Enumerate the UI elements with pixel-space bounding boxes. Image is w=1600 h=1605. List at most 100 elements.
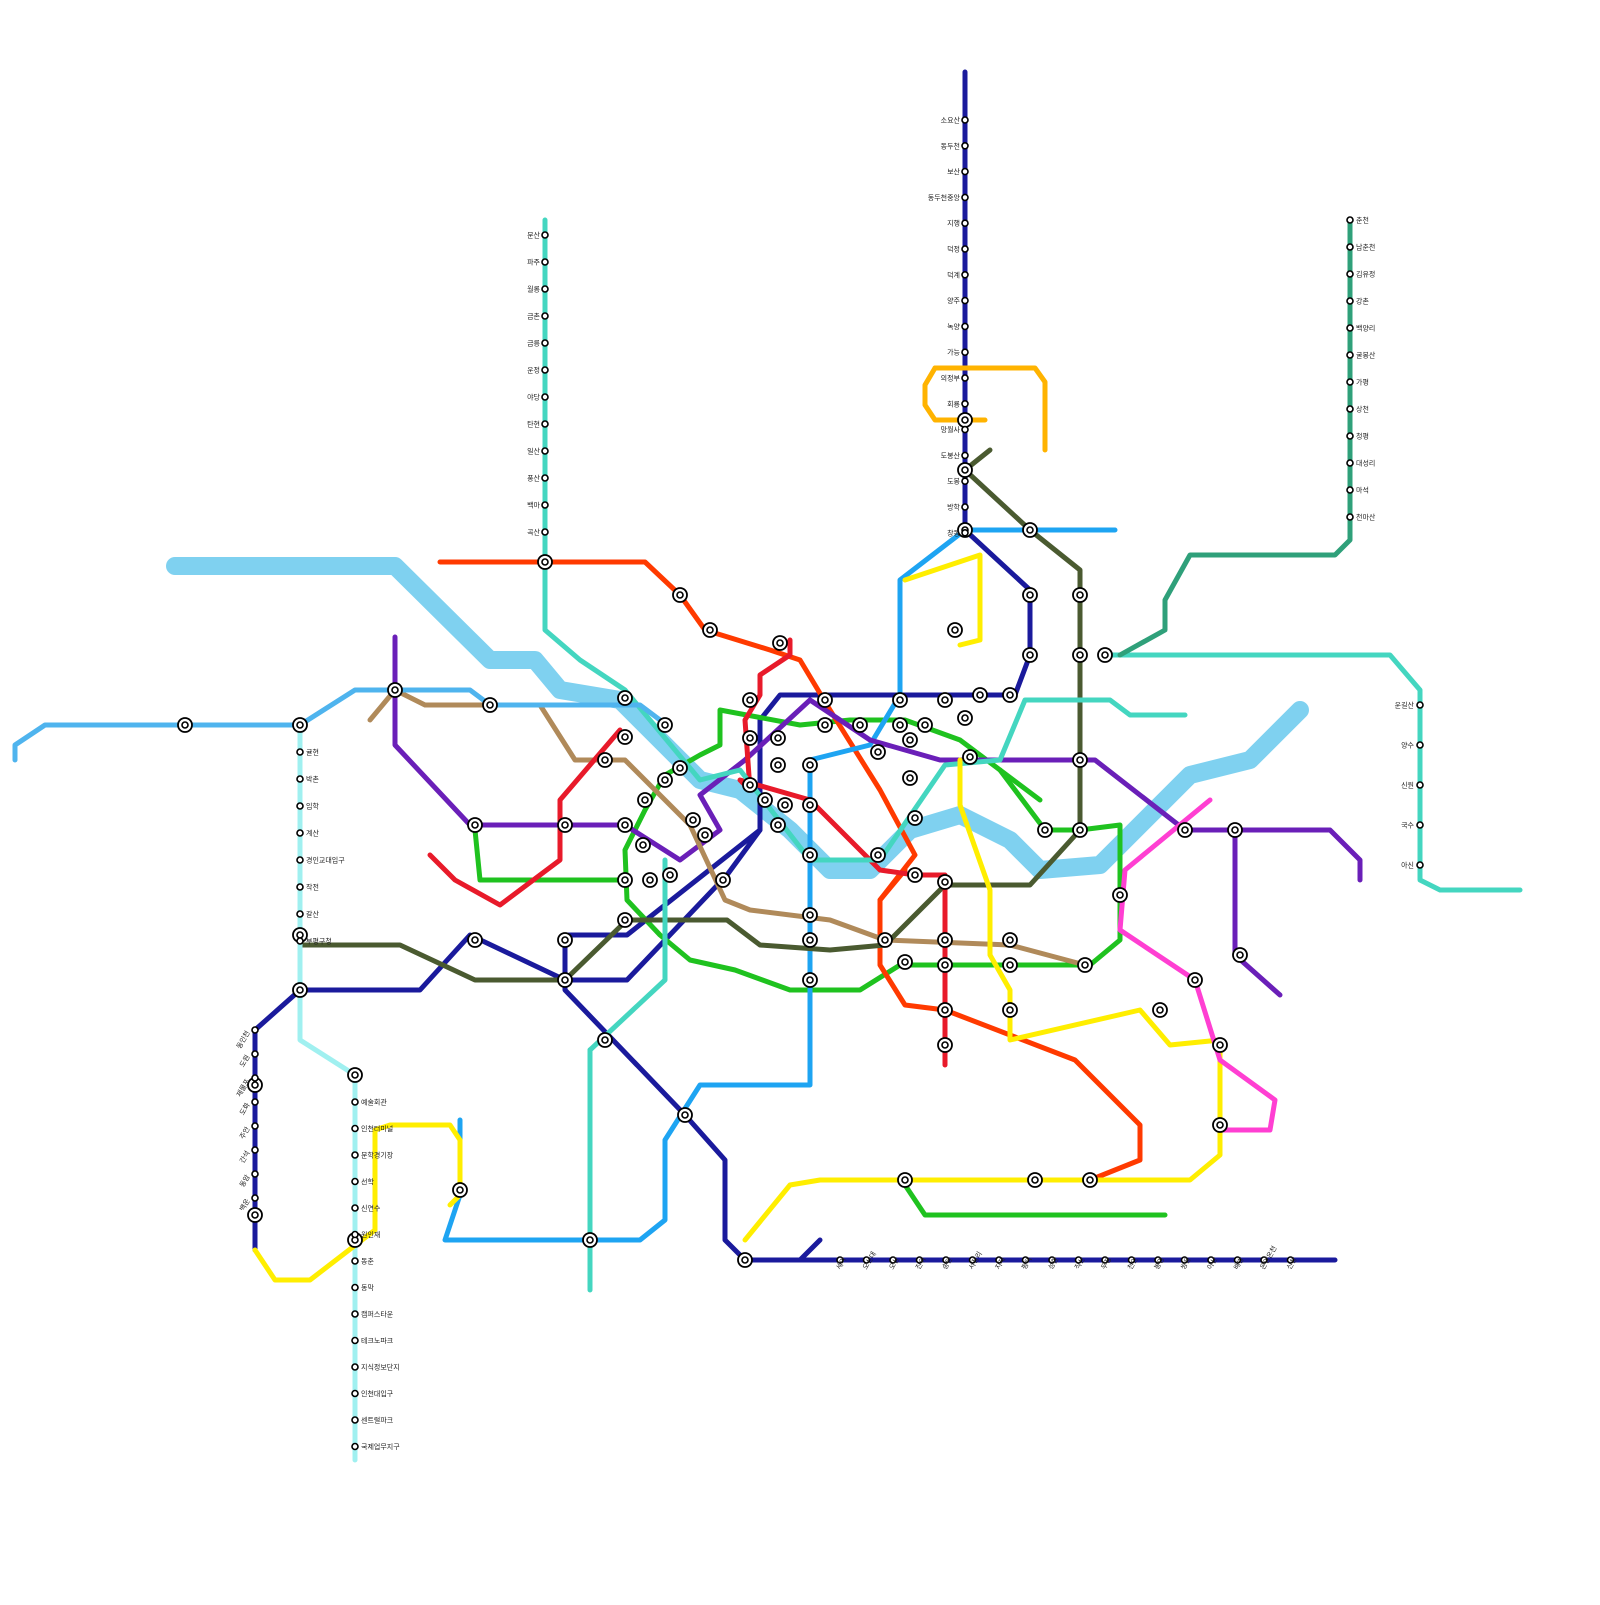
transfer-station[interactable] — [893, 718, 907, 732]
station[interactable] — [962, 478, 968, 484]
station[interactable] — [962, 349, 968, 355]
transfer-station[interactable] — [388, 683, 402, 697]
station[interactable] — [352, 1205, 358, 1211]
transfer-station[interactable] — [618, 730, 632, 744]
station[interactable] — [297, 803, 303, 809]
transfer-station[interactable] — [1213, 1038, 1227, 1052]
station[interactable] — [1417, 702, 1423, 708]
station[interactable] — [252, 1051, 258, 1057]
transfer-station[interactable] — [636, 838, 650, 852]
station[interactable] — [352, 1285, 358, 1291]
transfer-station[interactable] — [1028, 1173, 1042, 1187]
transfer-station[interactable] — [958, 463, 972, 477]
transfer-station[interactable] — [963, 750, 977, 764]
transfer-station[interactable] — [698, 828, 712, 842]
transfer-station[interactable] — [1003, 688, 1017, 702]
transfer-station[interactable] — [1073, 648, 1087, 662]
station[interactable] — [1347, 460, 1353, 466]
transfer-station[interactable] — [803, 758, 817, 772]
station[interactable] — [297, 776, 303, 782]
transfer-station[interactable] — [598, 753, 612, 767]
station[interactable] — [352, 1417, 358, 1423]
station[interactable] — [297, 884, 303, 890]
station[interactable] — [962, 375, 968, 381]
transfer-station[interactable] — [878, 933, 892, 947]
transfer-station[interactable] — [803, 973, 817, 987]
station[interactable] — [252, 1171, 258, 1177]
station[interactable] — [352, 1364, 358, 1370]
station[interactable] — [352, 1179, 358, 1185]
station[interactable] — [1347, 514, 1353, 520]
station[interactable] — [542, 313, 548, 319]
station[interactable] — [542, 394, 548, 400]
transfer-station[interactable] — [348, 1068, 362, 1082]
transfer-station[interactable] — [918, 718, 932, 732]
station[interactable] — [542, 448, 548, 454]
station[interactable] — [252, 1099, 258, 1105]
transfer-station[interactable] — [558, 973, 572, 987]
station[interactable] — [252, 1123, 258, 1129]
transfer-station[interactable] — [818, 693, 832, 707]
transfer-station[interactable] — [958, 711, 972, 725]
transfer-station[interactable] — [803, 848, 817, 862]
station[interactable] — [962, 401, 968, 407]
station[interactable] — [1347, 352, 1353, 358]
station[interactable] — [962, 246, 968, 252]
station[interactable] — [962, 117, 968, 123]
transfer-station[interactable] — [908, 811, 922, 825]
station[interactable] — [1347, 271, 1353, 277]
transfer-station[interactable] — [1188, 973, 1202, 987]
station[interactable] — [1347, 298, 1353, 304]
station[interactable] — [297, 857, 303, 863]
station[interactable] — [962, 143, 968, 149]
station[interactable] — [962, 169, 968, 175]
station[interactable] — [352, 1152, 358, 1158]
station[interactable] — [297, 938, 303, 944]
station[interactable] — [962, 220, 968, 226]
transfer-station[interactable] — [938, 693, 952, 707]
transfer-station[interactable] — [1153, 1003, 1167, 1017]
station[interactable] — [542, 340, 548, 346]
station[interactable] — [542, 502, 548, 508]
station[interactable] — [1417, 862, 1423, 868]
transfer-station[interactable] — [673, 761, 687, 775]
transfer-station[interactable] — [778, 798, 792, 812]
transfer-station[interactable] — [248, 1208, 262, 1222]
station[interactable] — [297, 830, 303, 836]
transfer-station[interactable] — [1098, 648, 1112, 662]
station[interactable] — [1347, 406, 1353, 412]
station[interactable] — [252, 1147, 258, 1153]
transfer-station[interactable] — [1023, 648, 1037, 662]
station[interactable] — [962, 194, 968, 200]
station[interactable] — [1347, 325, 1353, 331]
transfer-station[interactable] — [743, 778, 757, 792]
station[interactable] — [962, 452, 968, 458]
transfer-station[interactable] — [758, 793, 772, 807]
transfer-station[interactable] — [1213, 1118, 1227, 1132]
transfer-station[interactable] — [658, 718, 672, 732]
station[interactable] — [1417, 782, 1423, 788]
transfer-station[interactable] — [1023, 523, 1037, 537]
station[interactable] — [1347, 433, 1353, 439]
transfer-station[interactable] — [973, 688, 987, 702]
transfer-station[interactable] — [1003, 958, 1017, 972]
station[interactable] — [542, 259, 548, 265]
station[interactable] — [352, 1338, 358, 1344]
transfer-station[interactable] — [663, 868, 677, 882]
transfer-station[interactable] — [1228, 823, 1242, 837]
station[interactable] — [352, 1258, 358, 1264]
station[interactable] — [297, 911, 303, 917]
transfer-station[interactable] — [1003, 1003, 1017, 1017]
transfer-station[interactable] — [1003, 933, 1017, 947]
transfer-station[interactable] — [903, 771, 917, 785]
transfer-station[interactable] — [673, 588, 687, 602]
station[interactable] — [542, 475, 548, 481]
transfer-station[interactable] — [771, 731, 785, 745]
transfer-station[interactable] — [618, 691, 632, 705]
transfer-station[interactable] — [938, 958, 952, 972]
station[interactable] — [1347, 217, 1353, 223]
transfer-station[interactable] — [803, 908, 817, 922]
transfer-station[interactable] — [871, 848, 885, 862]
station[interactable] — [962, 504, 968, 510]
transfer-station[interactable] — [598, 1033, 612, 1047]
